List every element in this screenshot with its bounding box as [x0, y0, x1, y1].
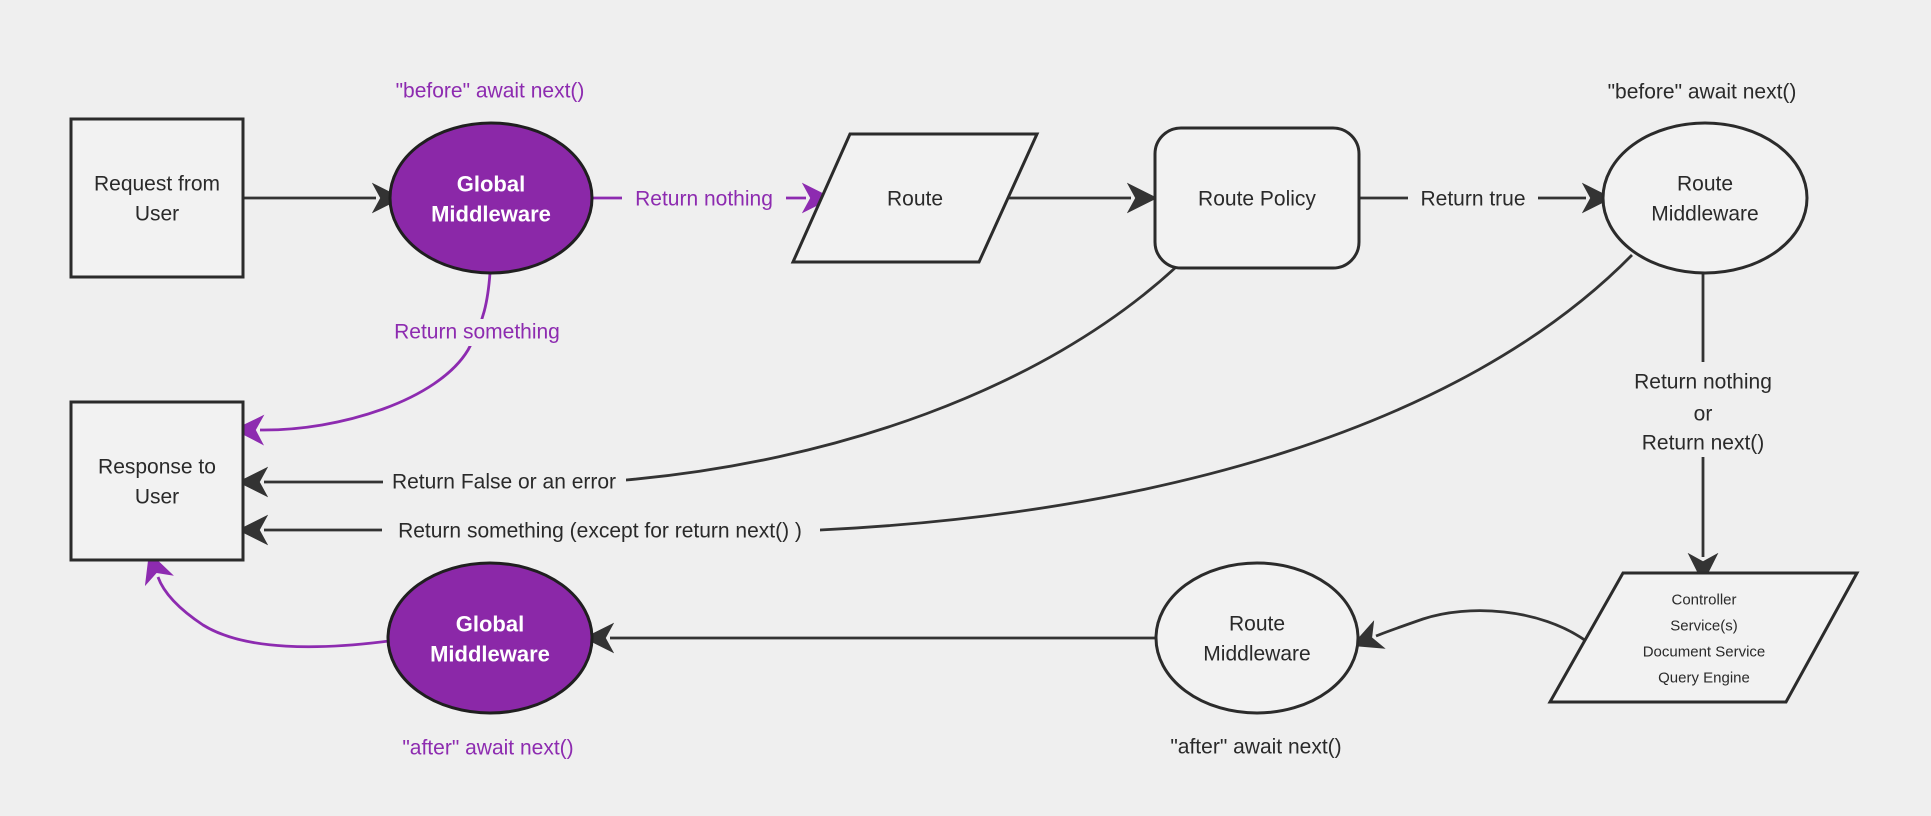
route-middleware-bottom-line1: Route [1229, 613, 1285, 636]
route-label: Route [887, 188, 943, 211]
node-controller-services: Controller Service(s) Document Service Q… [1547, 571, 1860, 704]
node-route-middleware-top: Route Middleware [1601, 121, 1809, 275]
annotation-after-route: "after" await next() [1170, 736, 1341, 759]
edge-global-top-to-response [233, 272, 492, 446]
node-global-middleware-top: Global Middleware [388, 121, 594, 275]
route-middleware-bottom-ellipse [1154, 561, 1360, 715]
edge-label-return-something: Return something [394, 321, 560, 344]
route-middleware-bottom-line2: Middleware [1203, 643, 1310, 666]
global-middleware-bottom-ellipse [386, 561, 594, 715]
route-policy-box [1153, 126, 1361, 270]
global-middleware-top-ellipse [388, 121, 594, 275]
node-global-middleware-bottom: Global Middleware [386, 561, 594, 715]
request-label-line2: User [135, 203, 179, 226]
label-background [382, 517, 820, 545]
route-middleware-top-ellipse [1601, 121, 1809, 275]
edge-label-return-false: Return False or an error [392, 471, 616, 494]
route-middleware-top-line2: Middleware [1651, 203, 1758, 226]
label-background [383, 468, 626, 496]
edge-route-policy-to-response [237, 266, 1176, 498]
node-route: Route [790, 132, 1040, 264]
controller-line4: Query Engine [1658, 670, 1750, 687]
edge-global-middleware-to-response [144, 551, 390, 649]
edge-label-return-nothing-or-line3: Return next() [1642, 432, 1765, 455]
edge-label-return-nothing: Return nothing [635, 188, 773, 211]
edge-label-return-something-except: Return something (except for return next… [398, 520, 802, 543]
controller-line1: Controller [1671, 592, 1736, 609]
node-route-policy: Route Policy [1153, 126, 1361, 270]
global-middleware-top-line1: Global [457, 172, 525, 197]
node-request-from-user: Request from User [69, 117, 245, 279]
label-background [383, 319, 573, 346]
edge-label-return-true: Return true [1420, 188, 1525, 211]
node-route-middleware-bottom: Route Middleware [1154, 561, 1360, 715]
node-response-to-user: Response to User [69, 400, 245, 562]
response-box [69, 400, 245, 562]
controller-parallelogram [1547, 571, 1860, 704]
global-middleware-top-line2: Middleware [431, 202, 551, 227]
annotation-before-global: "before" await next() [396, 80, 585, 103]
edge-controller-to-route-middleware-bottom [1351, 609, 1587, 649]
route-policy-label: Route Policy [1198, 188, 1316, 211]
route-parallelogram [790, 132, 1040, 264]
global-middleware-bottom-line2: Middleware [430, 642, 550, 667]
route-middleware-top-line1: Route [1677, 173, 1733, 196]
edge-label-return-nothing-or-line2: or [1694, 403, 1713, 426]
request-box [69, 117, 245, 279]
annotation-after-global: "after" await next() [402, 737, 573, 760]
annotation-before-route: "before" await next() [1608, 81, 1797, 104]
controller-line2: Service(s) [1670, 618, 1738, 635]
edge-route-middleware-to-response [237, 254, 1633, 546]
global-middleware-bottom-line1: Global [456, 612, 524, 637]
response-label-line1: Response to [98, 456, 216, 479]
edge-label-return-nothing-or-line1: Return nothing [1634, 371, 1772, 394]
controller-line3: Document Service [1643, 644, 1766, 661]
response-label-line2: User [135, 486, 179, 509]
request-label-line1: Request from [94, 173, 220, 196]
